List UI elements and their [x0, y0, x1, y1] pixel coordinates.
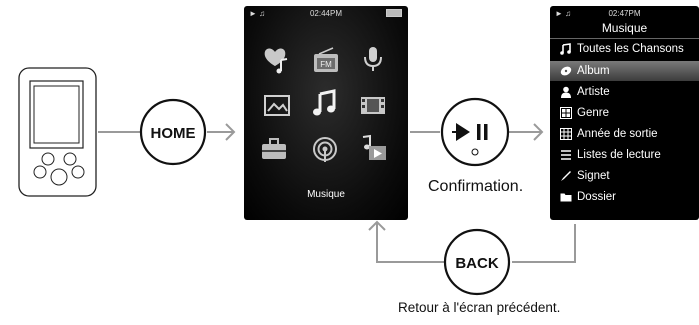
settings-toolbox-icon[interactable]: [259, 134, 289, 164]
playing-status-icon: ► ♫: [555, 9, 572, 18]
menu-item-genre[interactable]: Genre: [550, 103, 699, 123]
selected-menu-label: Musique: [307, 189, 345, 200]
status-time: 02:44PM: [309, 9, 343, 18]
music-icon[interactable]: [310, 88, 340, 118]
now-playing-icon[interactable]: [358, 133, 388, 163]
home-menu-screen: ► ♫ 02:44PM FM: [244, 6, 408, 220]
music-list-screen: ► ♫ 02:47PM Musique Toutes les Chansons …: [550, 6, 699, 220]
svg-text:FM: FM: [320, 60, 332, 69]
disc-icon: [560, 66, 572, 76]
person-icon: [561, 86, 571, 98]
menu-item-album[interactable]: Album: [550, 61, 699, 81]
menu-item-label: Toutes les Chansons: [577, 43, 684, 55]
menu-item-dossier[interactable]: Dossier: [550, 187, 699, 207]
calendar-icon: [560, 128, 572, 140]
bookmark-icon: [561, 171, 571, 181]
video-icon[interactable]: [358, 90, 388, 120]
menu-item-label: Album: [577, 65, 610, 77]
podcast-icon[interactable]: [310, 134, 340, 164]
confirmation-caption: Confirmation.: [428, 178, 524, 195]
playing-status-icon: ► ♫: [249, 9, 266, 18]
flow-connectors: [98, 123, 576, 263]
play-pause-button[interactable]: [440, 97, 510, 167]
voice-recorder-icon[interactable]: [358, 44, 388, 74]
favorites-icon[interactable]: [261, 44, 291, 74]
menu-item-signet[interactable]: Signet: [550, 166, 699, 186]
menu-item-label: Listes de lecture: [577, 149, 661, 161]
folder-icon: [560, 193, 572, 202]
menu-item-label: Année de sortie: [577, 128, 658, 140]
status-time: 02:47PM: [608, 9, 641, 18]
menu-item-listes-de-lecture[interactable]: Listes de lecture: [550, 145, 699, 165]
battery-icon: [386, 9, 402, 17]
menu-item-label: Signet: [577, 170, 610, 182]
menu-item-artiste[interactable]: Artiste: [550, 82, 699, 102]
back-button[interactable]: BACK: [443, 228, 511, 296]
status-bar: ► ♫ 02:44PM: [244, 6, 408, 20]
note-icon: [560, 43, 571, 55]
title-divider: [550, 38, 699, 39]
menu-item-label: Genre: [577, 107, 609, 119]
screen-title: Musique: [601, 21, 648, 35]
back-button-label: BACK: [455, 255, 498, 272]
back-caption: Retour à l'écran précédent.: [398, 300, 561, 315]
player-device: [18, 67, 97, 197]
menu-item-toutes-les-chansons[interactable]: Toutes les Chansons: [550, 39, 699, 59]
home-button[interactable]: HOME: [139, 98, 207, 166]
fm-radio-icon[interactable]: FM: [311, 46, 341, 76]
playlist-icon: [561, 150, 571, 160]
menu-item-annee-de-sortie[interactable]: Année de sortie: [550, 124, 699, 144]
status-bar: ► ♫ 02:47PM: [550, 6, 699, 20]
home-button-label: HOME: [151, 125, 196, 142]
genre-icon: [560, 107, 572, 119]
menu-item-label: Artiste: [577, 86, 610, 98]
photo-icon[interactable]: [262, 90, 292, 120]
menu-item-label: Dossier: [577, 191, 616, 203]
